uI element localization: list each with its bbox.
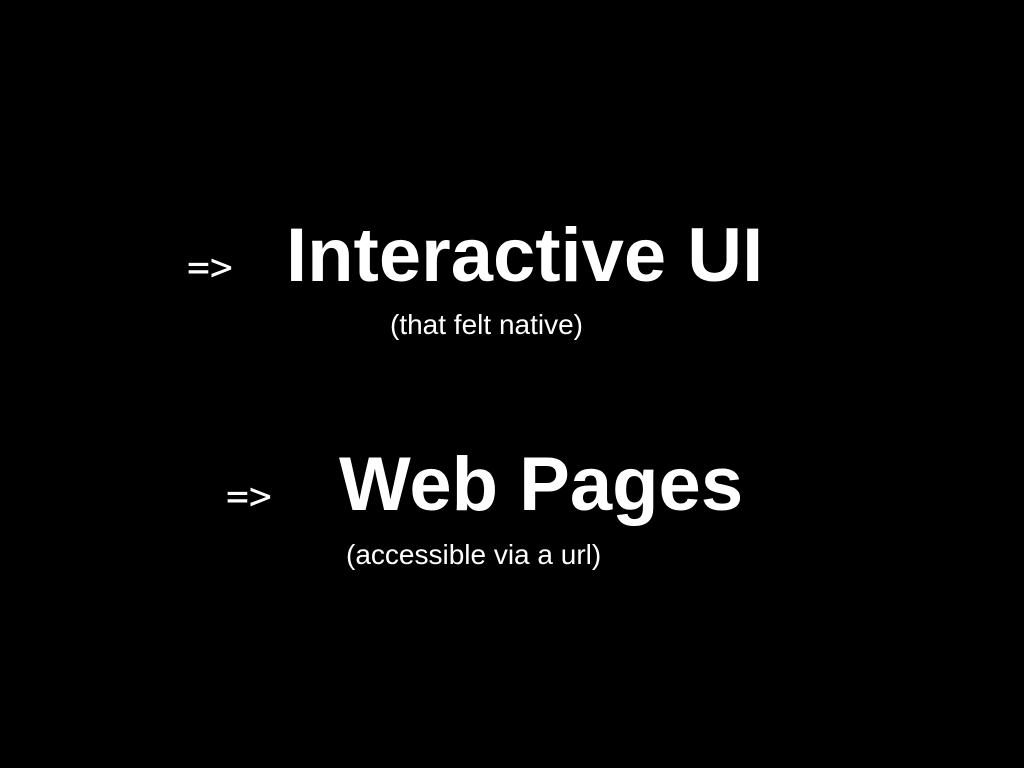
heading-interactive-ui: Interactive UI [286,213,764,298]
note-url: (accessible via a url) [346,539,602,570]
note-native: (that felt native) [390,309,583,340]
heading-web-pages: Web Pages [339,442,744,527]
arrow-2: => [226,474,272,518]
arrow-1: => [187,245,233,289]
